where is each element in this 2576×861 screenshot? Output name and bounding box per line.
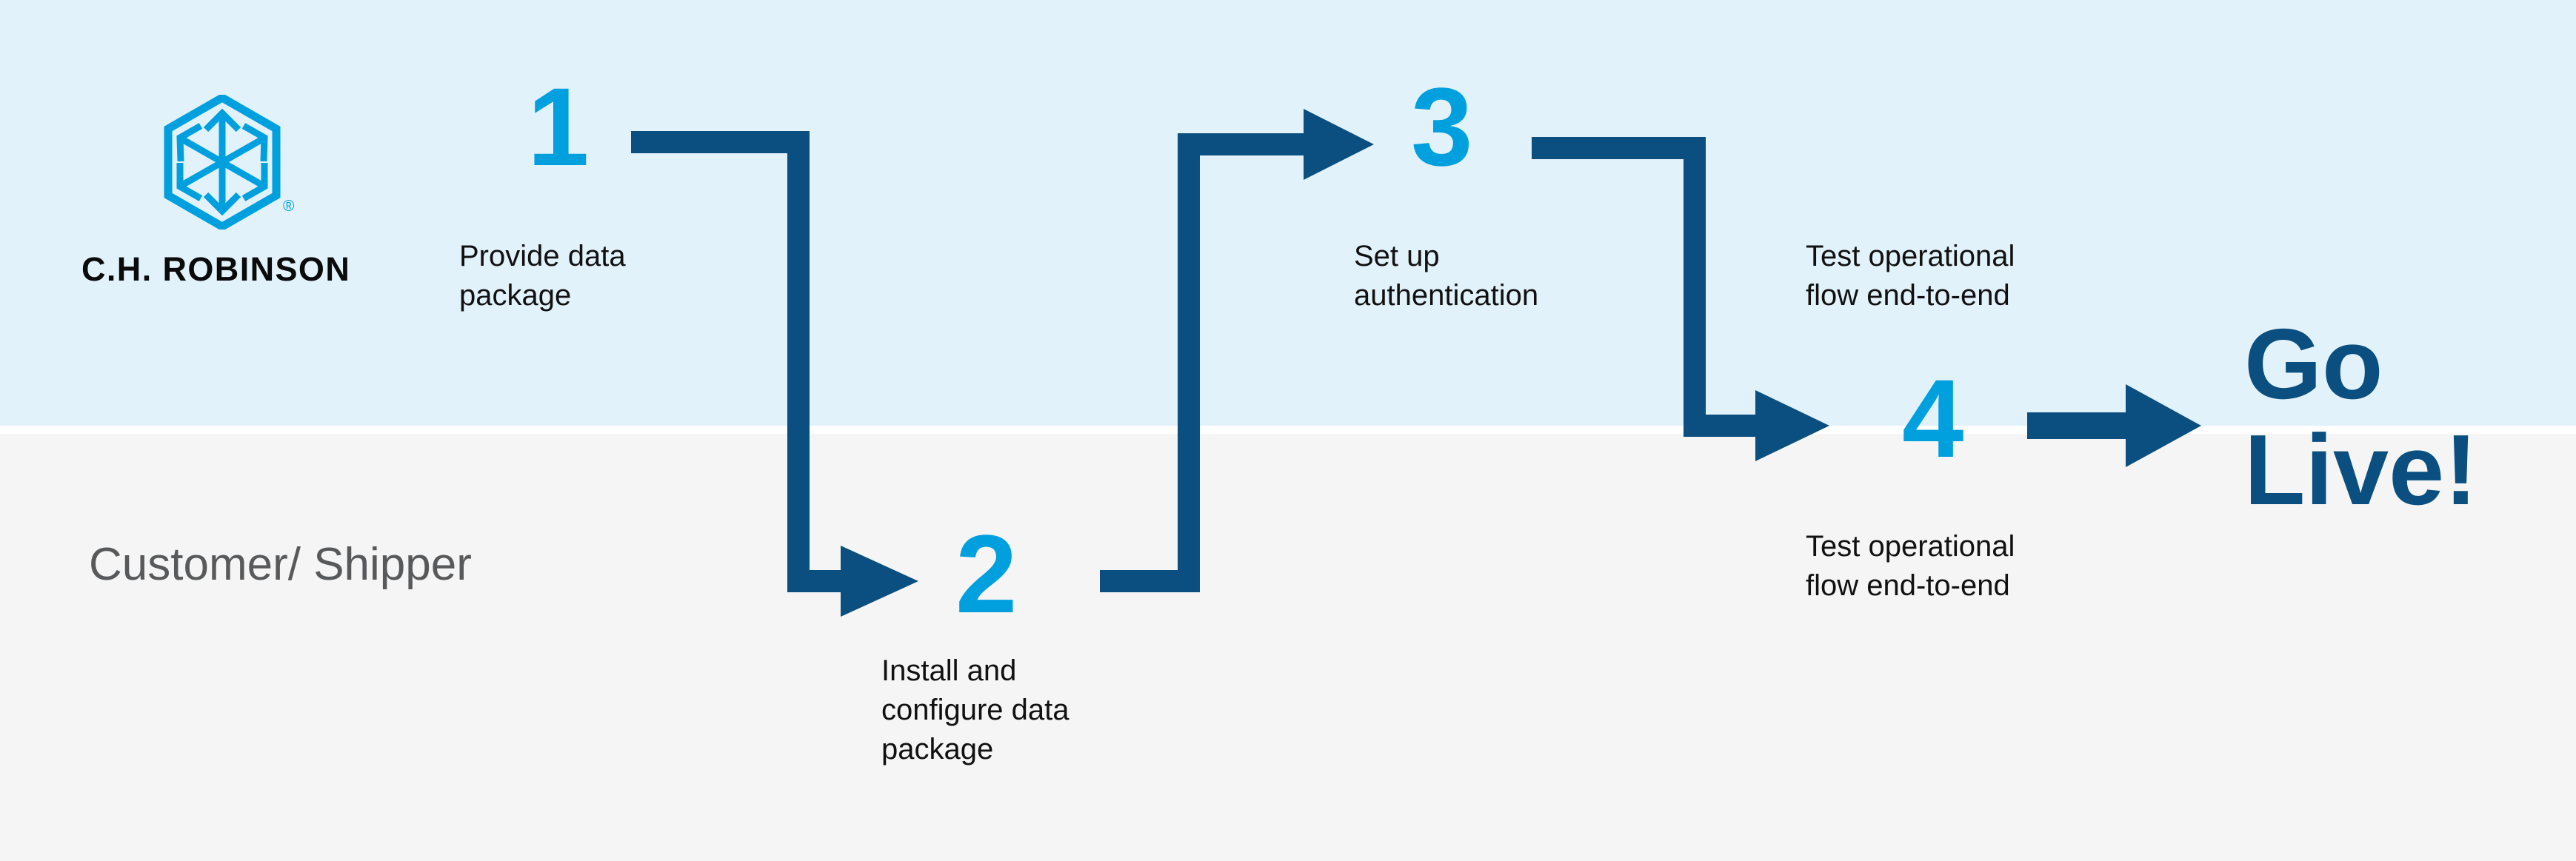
hexagon-cube-arrows-icon [163,93,281,232]
go-live-label: Go Live! [2244,308,2478,526]
step-number-3: 3 [1411,64,1473,189]
step-number-2: 2 [955,512,1018,636]
step-caption-3: Set up authentication [1354,240,1539,312]
step-number-4: 4 [1902,356,1964,480]
step-number-1: 1 [527,64,590,189]
step-caption-4: Test operational flow end-to-end [1806,530,2015,602]
band-divider [0,426,2576,434]
brand-wordmark: C.H. ROBINSON [81,250,351,288]
band-crc-lane [0,0,2576,426]
step-caption-2: Install and configure data package [881,654,1070,765]
registered-trademark-icon: ® [283,198,295,215]
lane-label-customer-shipper: Customer/ Shipper [89,539,472,590]
step-caption-1: Provide data package [459,240,626,312]
step-caption-3b: Test operational flow end-to-end [1806,240,2015,312]
band-customer-lane [0,434,2576,861]
